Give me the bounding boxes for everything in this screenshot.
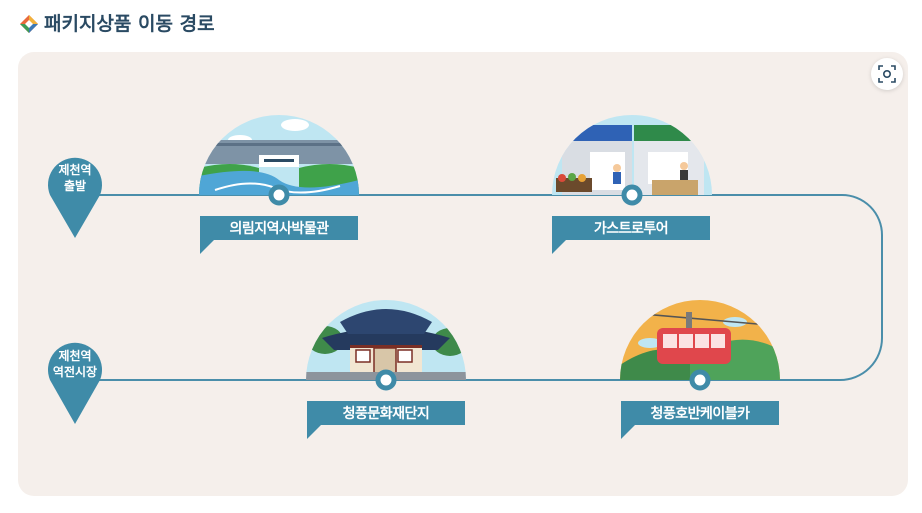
start-pin-2-text: 제천역 역전시장	[45, 348, 105, 380]
cablecar-illustration	[620, 300, 780, 380]
start-pin-1	[48, 157, 102, 238]
start-pin-2	[47, 342, 102, 424]
stop-marker-1[interactable]	[268, 184, 290, 206]
start-pin-2-line1: 제천역	[58, 349, 92, 363]
stop-label-2[interactable]: 가스트로투어	[552, 216, 710, 254]
diamond-logo-icon	[20, 15, 38, 33]
page-title: 패키지상품 이동 경로	[44, 13, 215, 35]
stop-marker-2[interactable]	[621, 184, 643, 206]
stop-marker-3[interactable]	[375, 369, 397, 391]
start-pin-1-line1: 제천역	[58, 163, 92, 177]
stop-label-4[interactable]: 청풍호반케이블카	[621, 401, 779, 439]
stop-label-1[interactable]: 의림지역사박물관	[200, 216, 358, 254]
route-line	[75, 194, 883, 381]
focus-zoom-icon	[878, 65, 896, 83]
stop-label-3[interactable]: 청풍문화재단지	[307, 401, 465, 439]
museum-illustration	[199, 115, 359, 195]
zoom-button[interactable]	[871, 58, 903, 90]
start-pin-1-text: 제천역 출발	[45, 162, 105, 194]
start-pin-1-line2: 출발	[63, 179, 87, 193]
market-illustration	[552, 115, 712, 195]
stop-marker-4[interactable]	[689, 369, 711, 391]
start-pin-2-line2: 역전시장	[52, 365, 98, 379]
